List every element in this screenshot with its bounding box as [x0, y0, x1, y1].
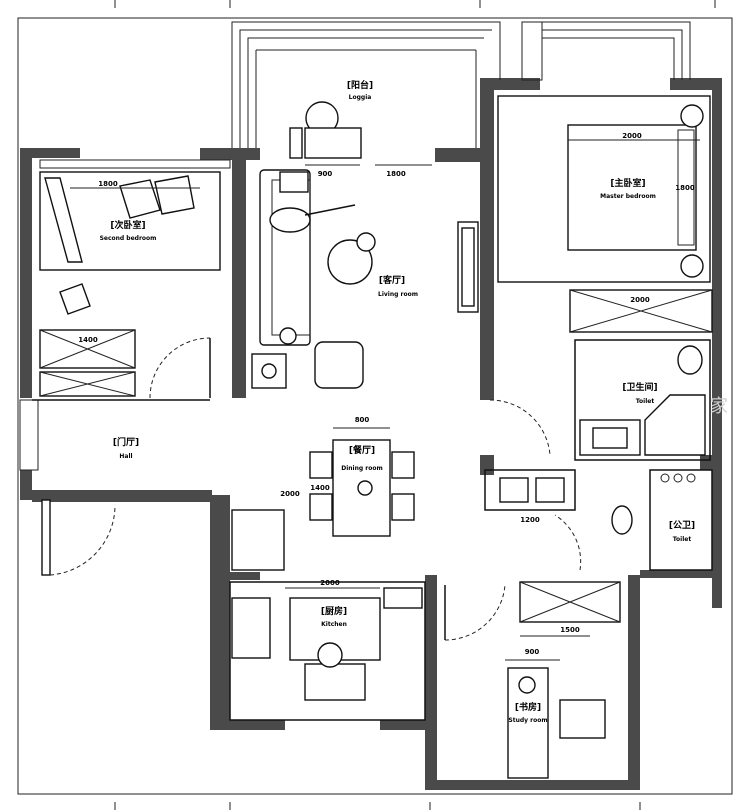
dim-second-bed: 1800 — [98, 180, 118, 188]
room-label-toilet-en: Toilet — [673, 536, 692, 543]
room-label-master-bedroom: [主卧室] — [610, 177, 645, 189]
dim-study-side: 900 — [525, 648, 540, 656]
plan-border — [17, 17, 733, 795]
watermark: 家 — [710, 396, 728, 417]
dim-vanity: 1200 — [520, 516, 540, 524]
room-label-master-bedroom-en: Master bedroom — [600, 193, 656, 200]
walls — [20, 78, 722, 790]
dim-dining-side: 1400 — [310, 484, 330, 492]
kitchen-fixtures: 2000 — [229, 579, 426, 721]
loggia-table: 900 1800 — [289, 101, 432, 178]
dim-study-desk: 1500 — [560, 626, 580, 634]
dim-living-width: 1800 — [386, 170, 406, 178]
dim-loggia-table: 900 — [318, 170, 333, 178]
room-label-living-room-en: Living room — [378, 291, 418, 298]
room-label-kitchen-en: Kitchen — [321, 621, 347, 628]
room-label-master-toilet: [卫生间] — [622, 381, 657, 393]
room-label-master-toilet-en: Toilet — [636, 398, 655, 405]
dim-master-bed-side: 1800 — [675, 184, 695, 192]
second-bedroom-furniture: 1800 1400 — [39, 159, 231, 399]
study-furniture: 900 1500 — [444, 581, 621, 779]
room-label-study-room: [书房] — [515, 701, 541, 713]
loggia-window — [231, 21, 691, 148]
toilet-fixtures: 1200 — [484, 469, 713, 571]
room-label-loggia: [阳台] — [347, 79, 373, 91]
room-label-kitchen: [厨房] — [321, 605, 347, 617]
tick-marks — [114, 0, 716, 810]
dim-kitchen-width: 2000 — [320, 579, 340, 587]
room-label-hall-en: Hall — [119, 453, 132, 460]
dim-master-wardrobe: 2000 — [630, 296, 650, 304]
room-label-second-bedroom-en: Second bedroom — [100, 235, 157, 242]
dim-dining-table: 800 — [355, 416, 370, 424]
room-label-hall: [门厅] — [113, 436, 139, 448]
room-label-second-bedroom: [次卧室] — [110, 219, 145, 231]
dining-furniture: 800 1400 — [231, 416, 415, 571]
room-label-study-room-en: Study room — [508, 717, 547, 724]
room-label-toilet: [公卫] — [669, 520, 695, 531]
master-toilet-fixtures — [574, 339, 711, 461]
room-label-living-room: [客厅] — [379, 274, 405, 286]
living-room-furniture — [251, 169, 479, 389]
room-label-dining-room: [餐厅] — [349, 444, 375, 456]
dim-master-bed: 2000 — [622, 132, 642, 140]
dim-second-wardrobe: 1400 — [78, 336, 98, 344]
master-bedroom-furniture: 2000 1800 2000 — [489, 95, 713, 456]
room-label-loggia-en: Loggia — [349, 94, 372, 101]
hall: 2000 — [19, 399, 300, 576]
dim-hall-depth: 2000 — [280, 490, 300, 498]
room-label-dining-room-en: Dining room — [341, 465, 382, 472]
